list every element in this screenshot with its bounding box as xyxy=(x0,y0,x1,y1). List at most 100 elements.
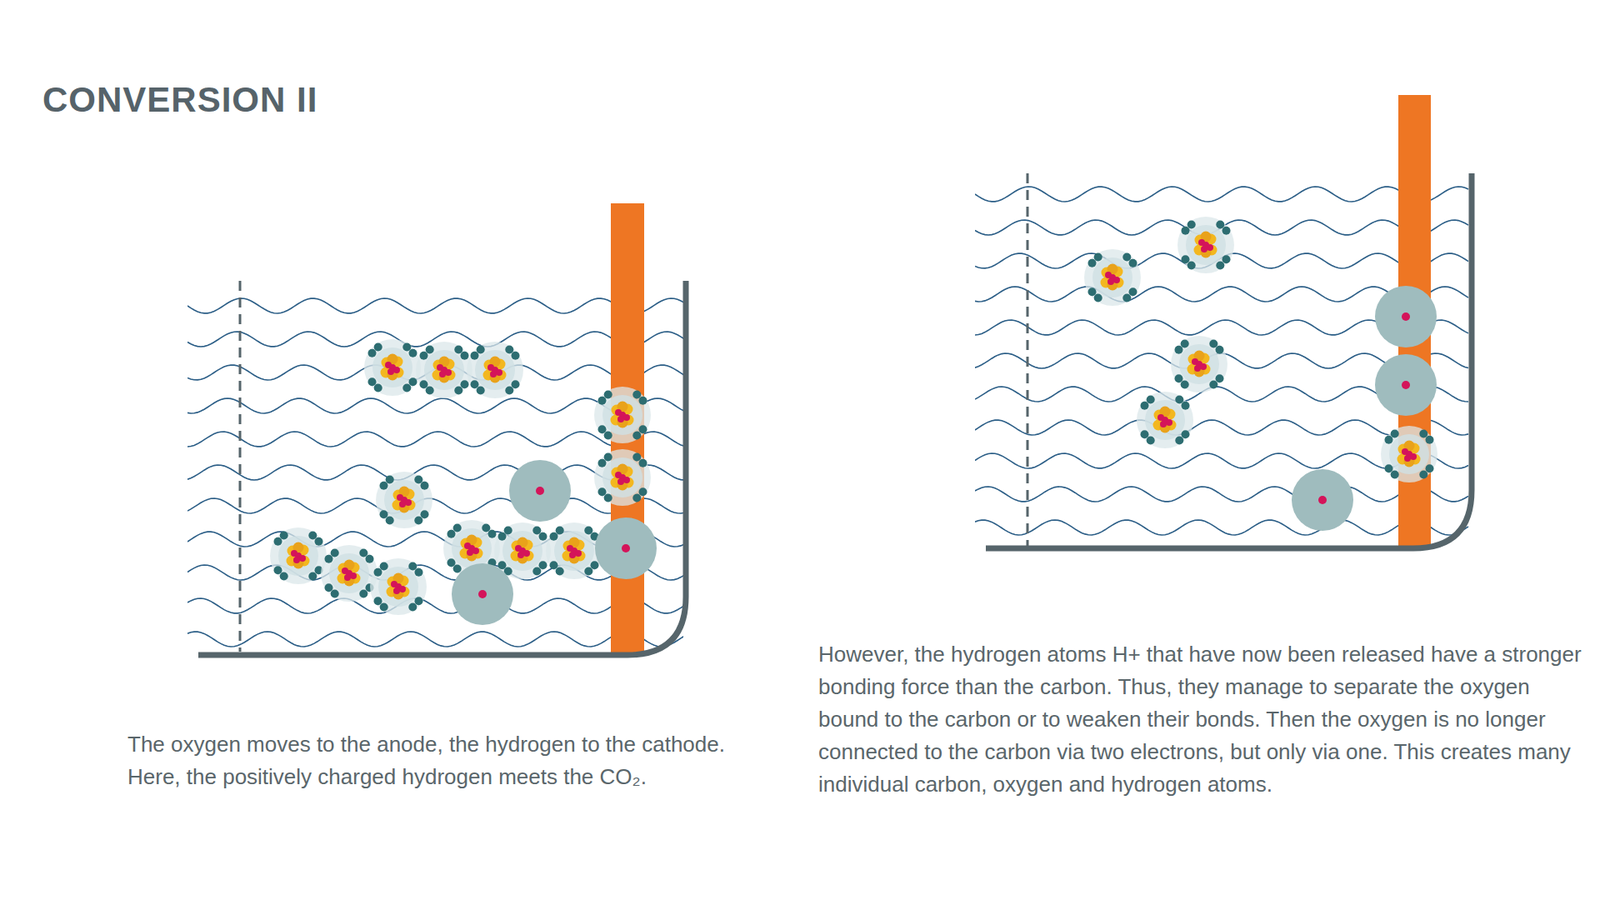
electron-dot xyxy=(532,526,541,535)
electron-dot xyxy=(1215,220,1225,230)
hydrogen-ion xyxy=(451,563,514,625)
caption-text: However, the hydrogen atoms H+ that have… xyxy=(818,638,1585,801)
nucleus-part xyxy=(623,414,630,421)
electron-dot xyxy=(420,481,430,490)
electron-dot xyxy=(1215,345,1225,355)
electron-dot xyxy=(511,351,520,360)
nucleus-part xyxy=(1160,420,1167,428)
electron-dot xyxy=(532,567,541,576)
electron-dot xyxy=(453,524,462,533)
molecule-glow xyxy=(370,558,427,615)
electron-dot xyxy=(402,384,411,393)
co2-molecule xyxy=(364,339,421,396)
electron-dot xyxy=(330,549,340,558)
electron-dot xyxy=(539,560,548,570)
electron-dot xyxy=(639,425,648,434)
molecule-glow xyxy=(278,535,319,576)
ion-sphere xyxy=(1375,354,1437,416)
electron-dot xyxy=(1390,430,1400,439)
electron-dot xyxy=(604,494,613,503)
electron-dot xyxy=(1175,395,1184,405)
molecule-glow xyxy=(554,530,595,571)
electron-dot xyxy=(402,343,411,352)
co2-molecule xyxy=(1170,335,1228,393)
electron-dot xyxy=(604,453,613,462)
electron-dot xyxy=(1390,470,1400,480)
electron-dot xyxy=(1180,380,1190,390)
nucleus-part xyxy=(490,370,497,378)
electron-dot xyxy=(1385,435,1394,445)
ion-sphere xyxy=(509,460,571,522)
molecule-glow xyxy=(384,480,425,520)
electron-dot xyxy=(488,530,497,539)
electron-dot xyxy=(1209,380,1218,390)
wave-line xyxy=(975,520,1469,535)
electron-dot xyxy=(604,431,613,440)
electron-dot xyxy=(415,568,424,577)
electron-dot xyxy=(550,560,559,570)
electron-dot xyxy=(1215,261,1225,270)
molecule-glow xyxy=(378,566,419,607)
electron-dot xyxy=(409,349,418,358)
water-waves xyxy=(975,186,1469,535)
electron-dot xyxy=(1222,226,1231,235)
molecule-glow xyxy=(1185,225,1226,265)
electron-dot xyxy=(539,532,548,541)
electron-dot xyxy=(550,532,559,541)
co2-molecule xyxy=(545,522,603,580)
ion-sphere xyxy=(1375,285,1437,348)
molecule-glow xyxy=(451,528,492,569)
co2-molecule xyxy=(320,545,378,602)
electron-dot xyxy=(454,386,463,395)
electron-dot xyxy=(280,531,289,540)
molecule-glow xyxy=(545,522,603,580)
electron-dot xyxy=(511,380,520,389)
molecule-glow xyxy=(1170,335,1228,393)
electron-dot xyxy=(454,345,463,355)
title: CONVERSION II xyxy=(42,80,318,120)
molecule-glow xyxy=(1177,216,1235,274)
electron-dot xyxy=(639,396,648,405)
nucleus-part xyxy=(293,556,300,564)
nucleus-part xyxy=(405,499,412,506)
electron-dot xyxy=(481,524,490,533)
electron-dot xyxy=(584,567,593,576)
electron-dot xyxy=(374,343,383,352)
electron-dot xyxy=(1088,287,1097,296)
electron-dot xyxy=(274,537,283,546)
electron-dot xyxy=(325,555,334,564)
electron-dot xyxy=(414,516,423,525)
electron-dot xyxy=(447,530,456,539)
electron-dot xyxy=(414,475,423,485)
wave-line xyxy=(187,298,684,314)
co2-molecule xyxy=(415,341,473,399)
ion-sphere xyxy=(451,563,514,625)
ion-core xyxy=(1401,380,1410,390)
electron-dot xyxy=(1181,255,1190,264)
nucleus-part xyxy=(517,551,525,559)
electron-dot xyxy=(415,596,424,605)
electron-dot xyxy=(632,453,641,462)
nucleus-part xyxy=(393,587,400,595)
nucleus-part xyxy=(623,476,630,484)
electron-dot xyxy=(368,377,377,386)
nucleus-part xyxy=(299,555,306,562)
electron-dot xyxy=(1181,401,1190,410)
nucleus-part xyxy=(617,415,625,423)
electron-dot xyxy=(380,481,389,490)
wave-line xyxy=(187,631,684,647)
electron-dot xyxy=(1122,253,1131,262)
nucleus-part xyxy=(523,550,530,557)
molecule-glow xyxy=(502,530,543,571)
electron-dot xyxy=(505,345,514,355)
electron-dot xyxy=(1146,436,1155,445)
molecule-glow xyxy=(270,527,327,585)
nucleus-part xyxy=(445,369,452,376)
nucleus-part xyxy=(399,500,406,508)
hydrogen-ion xyxy=(595,517,657,580)
electron-dot xyxy=(365,555,375,564)
electron-dot xyxy=(380,562,389,571)
nucleus-part xyxy=(617,478,625,485)
electron-dot xyxy=(425,345,435,355)
membrane-line xyxy=(239,280,242,652)
